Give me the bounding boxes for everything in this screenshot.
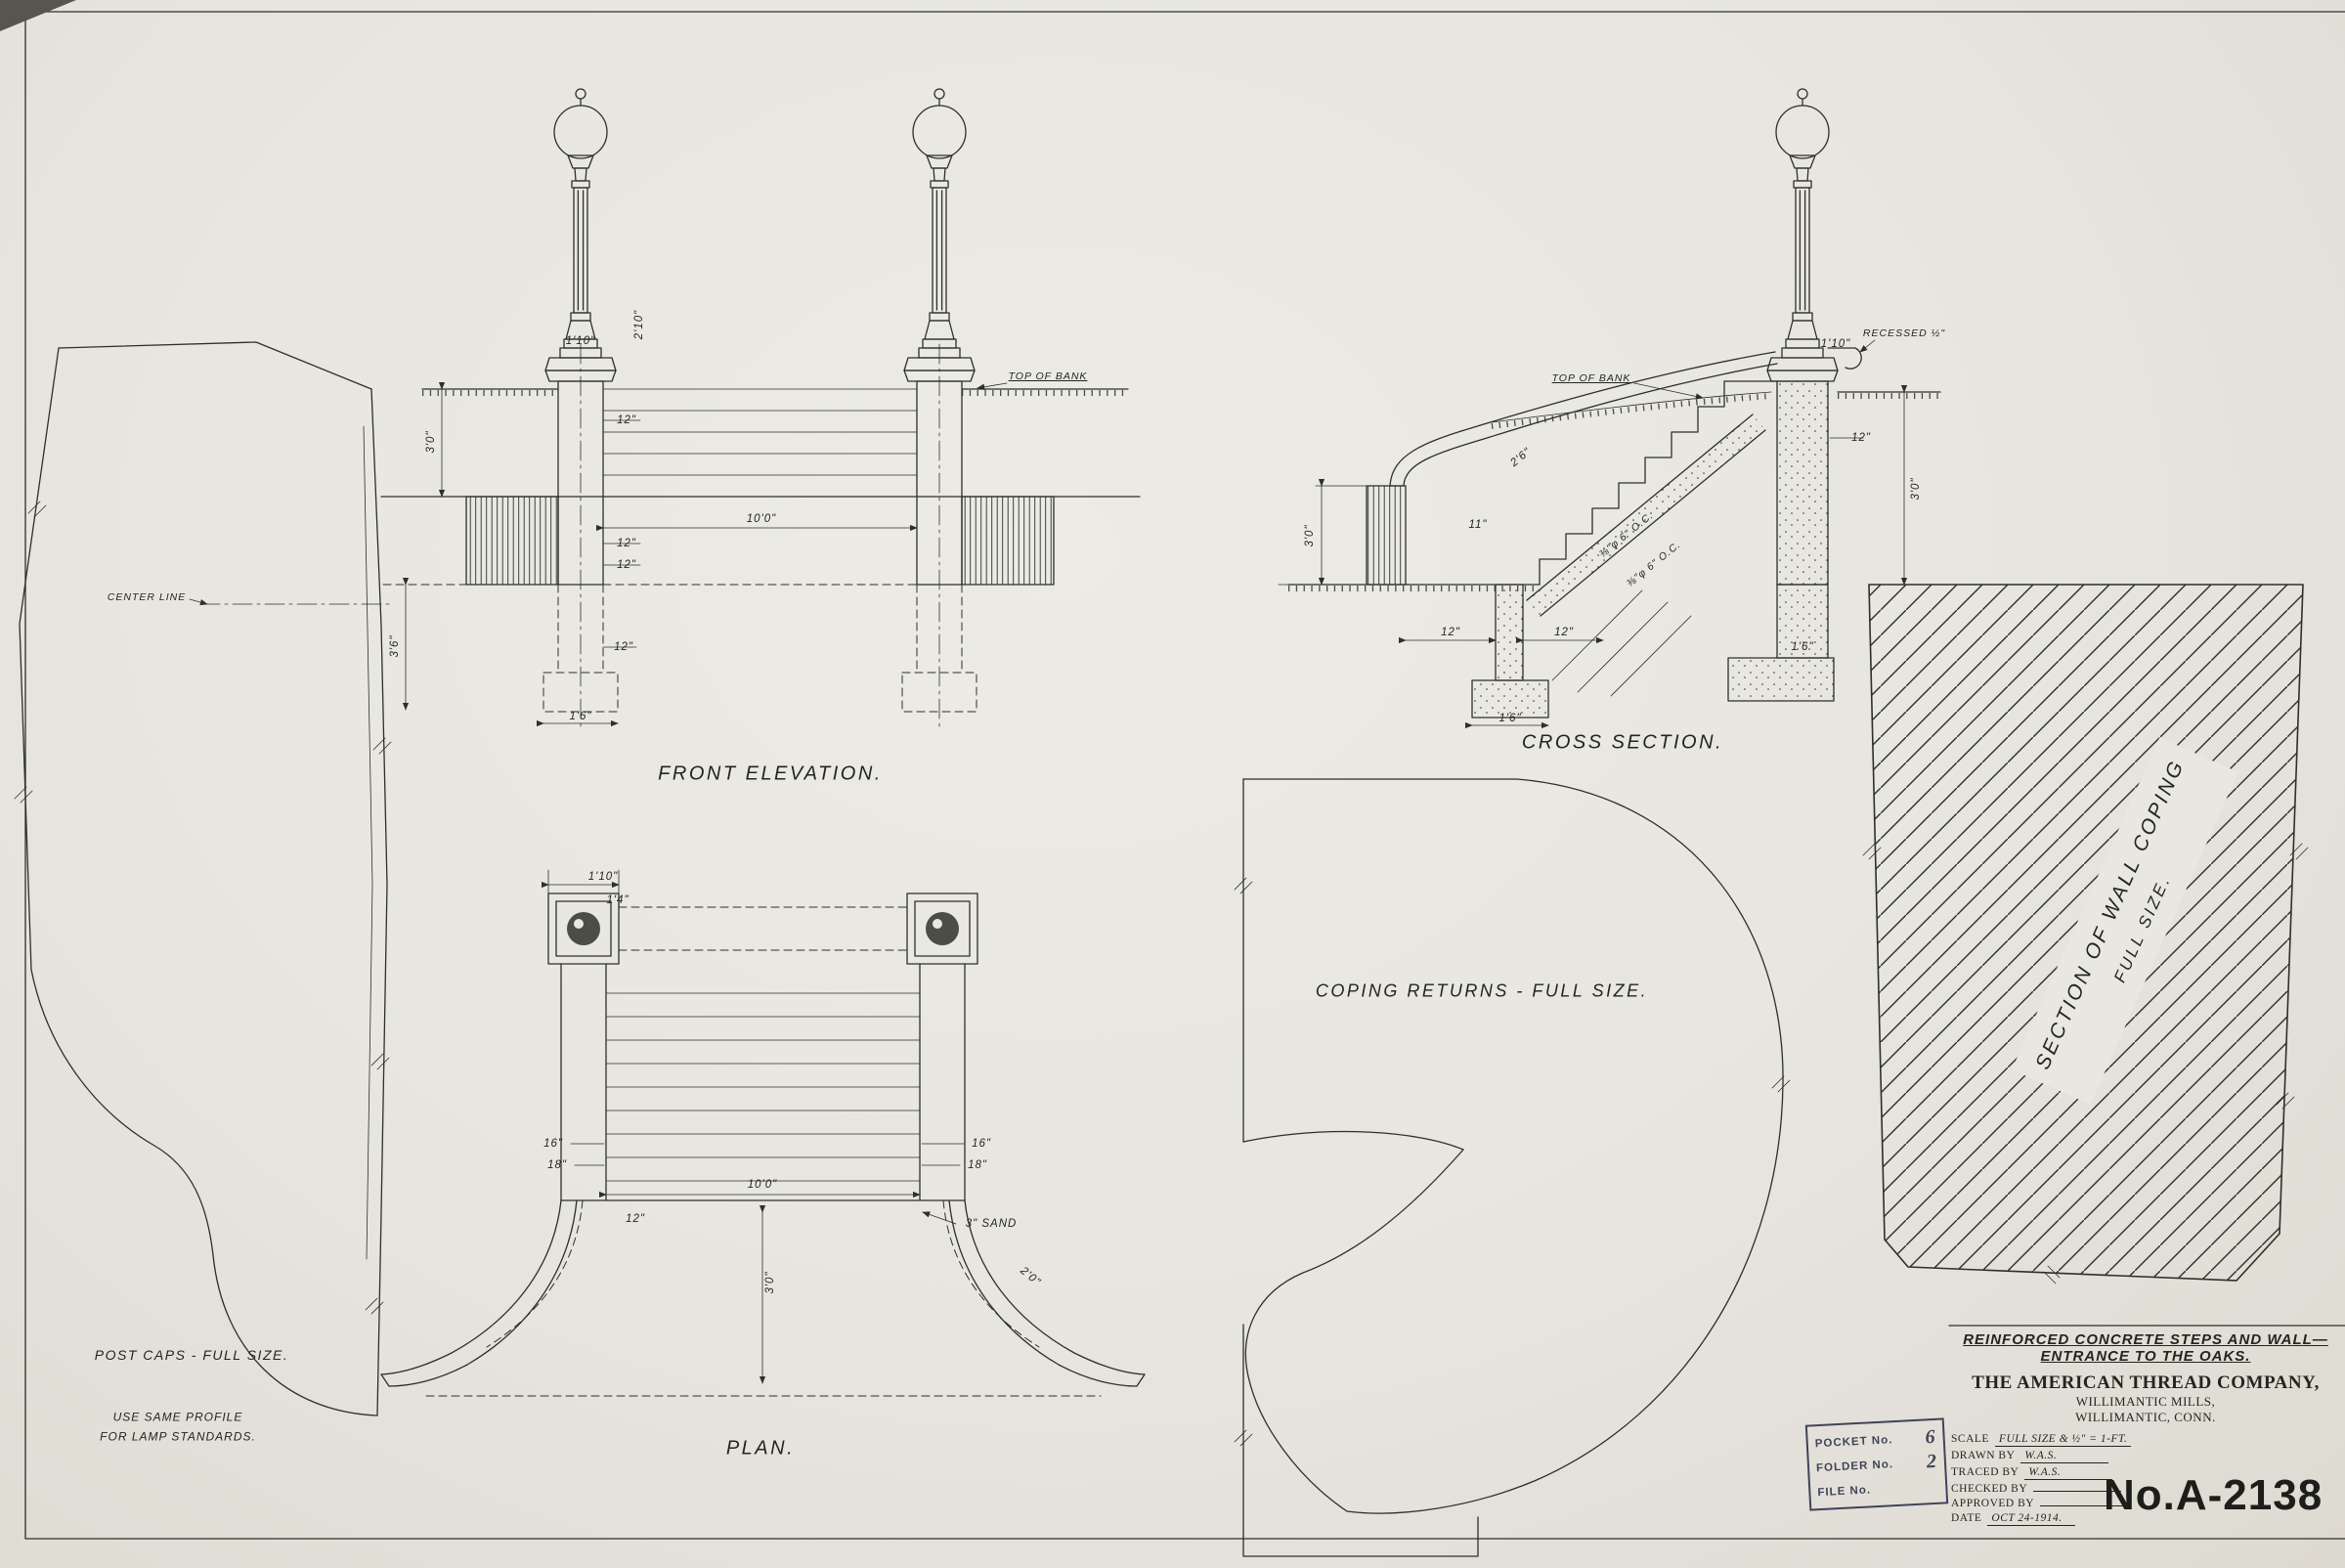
front-elevation-title: FRONT ELEVATION.	[658, 762, 883, 785]
dimension-label: 3'0"	[425, 430, 437, 454]
title-block: REINFORCED CONCRETE STEPS AND WALL— ENTR…	[1951, 1331, 2340, 1526]
approved-by-value	[2040, 1504, 2129, 1506]
sheet-title-line2: ENTRANCE TO THE OAKS.	[2040, 1348, 2251, 1365]
date-row: DATE OCT 24-1914.	[1951, 1512, 2181, 1526]
dimension-label: 11"	[1468, 519, 1488, 531]
traced-by-label: TRACED BY	[1951, 1466, 2019, 1478]
date-value: OCT 24-1914.	[1987, 1512, 2076, 1526]
checked-by-label: CHECKED BY	[1951, 1483, 2028, 1495]
dimension-label: 1'10"	[565, 335, 596, 347]
dimension-label: 12"	[617, 414, 636, 426]
dimension-label: 12"	[626, 1213, 645, 1225]
dimension-label: 10'0"	[746, 513, 777, 525]
dimension-label: 1'10"	[587, 871, 619, 883]
traced-by-row: TRACED BY W.A.S.	[1951, 1466, 2181, 1480]
dimension-label: 1'6"	[569, 711, 592, 722]
center-line-label: CENTER LINE	[107, 591, 187, 603]
scale-value: FULL SIZE & ½" = 1-FT.	[1994, 1433, 2132, 1447]
dimension-label: 10'0"	[747, 1179, 778, 1191]
folder-value: 2	[1926, 1450, 1938, 1473]
archive-stamp: POCKET No. 6 FOLDER No. 2 FILE No.	[1804, 1417, 1949, 1511]
dimension-label: 3'6"	[389, 634, 401, 658]
drawing-number: No.A-2138	[2104, 1471, 2323, 1519]
dimension-label: 12"	[617, 559, 636, 571]
file-label: FILE No.	[1817, 1483, 1872, 1499]
company-location2: WILLIMANTIC, CONN.	[2075, 1410, 2216, 1424]
dimension-label: 3'0"	[1304, 524, 1316, 547]
dimension-label: 1'4"	[606, 894, 630, 906]
scale-row: SCALE FULL SIZE & ½" = 1-FT.	[1951, 1433, 2181, 1447]
post-caps-note: USE SAME PROFILE FOR LAMP STANDARDS.	[100, 1408, 256, 1448]
dimension-label: 16"	[972, 1138, 991, 1150]
company-location1: WILLIMANTIC MILLS,	[2075, 1394, 2216, 1409]
dimension-label: 18"	[547, 1159, 567, 1171]
pocket-value: 6	[1925, 1425, 1937, 1449]
dimension-label: 12"	[1441, 627, 1460, 638]
dimension-label: 2'10"	[633, 309, 645, 340]
traced-by-value: W.A.S.	[2024, 1466, 2113, 1480]
drawn-by-value: W.A.S.	[2020, 1450, 2109, 1463]
dimension-label: 3'0"	[764, 1271, 776, 1294]
dimension-label: 12"	[617, 538, 636, 549]
dimension-label: 1'6"	[1498, 713, 1522, 724]
dimension-label: 1'6"	[1791, 641, 1814, 653]
post-caps-note-line2: FOR LAMP STANDARDS.	[100, 1430, 256, 1444]
date-label: DATE	[1951, 1512, 1982, 1524]
approved-by-label: APPROVED BY	[1951, 1498, 2035, 1509]
dimension-label: 12"	[614, 641, 633, 653]
sheet-title-line1: REINFORCED CONCRETE STEPS AND WALL—	[1963, 1331, 2328, 1348]
stamp-file-row: FILE No.	[1817, 1474, 1939, 1504]
checked-by-row: CHECKED BY	[1951, 1483, 2181, 1495]
dimension-label: 1'10"	[1820, 338, 1851, 350]
photo-corner-shadow	[0, 0, 76, 31]
top-of-bank-label-front: TOP OF BANK	[1008, 370, 1088, 382]
dimension-label: 12"	[1851, 432, 1871, 444]
folder-label: FOLDER No.	[1815, 1458, 1894, 1474]
scale-label: SCALE	[1951, 1433, 1989, 1445]
sand-note: 3" SAND	[965, 1218, 1018, 1230]
cross-section-title: CROSS SECTION.	[1521, 731, 1724, 754]
dimension-label: 3'0"	[1910, 477, 1922, 501]
dimension-label: 16"	[543, 1138, 563, 1150]
post-caps-note-line1: USE SAME PROFILE	[112, 1410, 243, 1424]
post-caps-title: POST CAPS - FULL SIZE.	[94, 1347, 289, 1363]
pocket-label: POCKET No.	[1814, 1433, 1893, 1450]
dimension-label: 18"	[968, 1159, 987, 1171]
company-name: THE AMERICAN THREAD COMPANY,	[1972, 1372, 2320, 1393]
top-of-bank-label-section: TOP OF BANK	[1551, 372, 1631, 384]
coping-returns-title: COPING RETURNS - FULL SIZE.	[1315, 980, 1649, 1001]
plan-title: PLAN.	[725, 1437, 796, 1459]
drawn-by-row: DRAWN BY W.A.S.	[1951, 1450, 2181, 1463]
dimension-label: 12"	[1554, 627, 1574, 638]
approved-by-row: APPROVED BY	[1951, 1498, 2181, 1509]
recessed-label: RECESSED ½"	[1862, 327, 1946, 339]
title-block-rows: SCALE FULL SIZE & ½" = 1-FT. DRAWN BY W.…	[1951, 1433, 2181, 1526]
checked-by-value	[2033, 1490, 2122, 1492]
drawn-by-label: DRAWN BY	[1951, 1450, 2016, 1461]
